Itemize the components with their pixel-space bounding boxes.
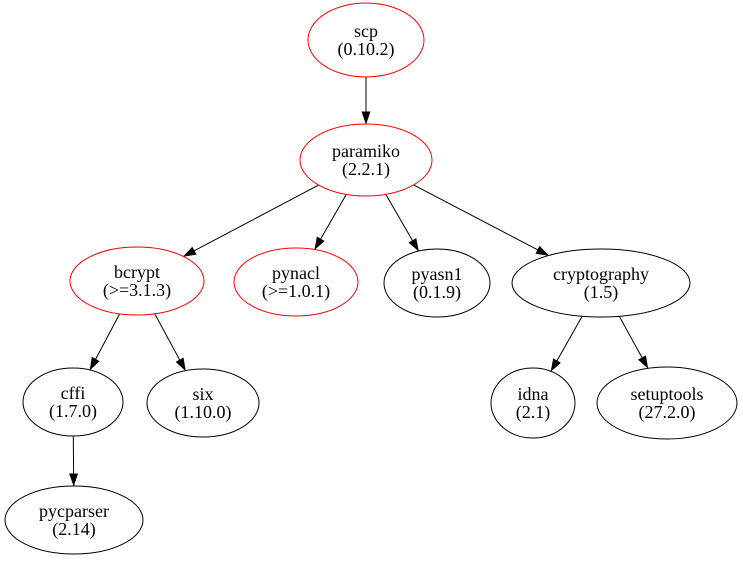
node-ellipse-six bbox=[146, 368, 260, 438]
node-label-bcrypt: bcrypt bbox=[114, 262, 160, 282]
node-label-cryptography: cryptography bbox=[553, 264, 649, 284]
node-label-cffi: cffi bbox=[61, 383, 86, 403]
node-ellipse-pynacl bbox=[233, 247, 359, 317]
node-version-cffi: (1.7.0) bbox=[49, 401, 97, 422]
node-ellipse-cryptography bbox=[511, 248, 691, 318]
node-label-pyasn1: pyasn1 bbox=[412, 264, 463, 284]
node-ellipse-bcrypt bbox=[69, 246, 205, 316]
edge-bcrypt-to-six bbox=[154, 313, 186, 372]
node-version-pycparser: (2.14) bbox=[52, 519, 96, 540]
node-ellipse-pycparser bbox=[4, 485, 144, 555]
node-ellipse-cffi bbox=[22, 367, 124, 437]
node-label-pynacl: pynacl bbox=[272, 263, 320, 283]
node-version-idna: (2.1) bbox=[516, 402, 551, 423]
node-ellipse-idna bbox=[490, 367, 576, 439]
edge-cryptography-to-idna bbox=[550, 315, 583, 372]
edge-paramiko-to-cryptography bbox=[413, 184, 549, 256]
edge-paramiko-to-bcrypt bbox=[182, 184, 319, 257]
edge-paramiko-to-pyasn1 bbox=[385, 194, 420, 252]
edge-paramiko-to-pynacl bbox=[314, 194, 347, 251]
node-label-paramiko: paramiko bbox=[332, 141, 400, 161]
node-ellipse-scp bbox=[307, 2, 425, 78]
edge-cryptography-to-setuptools bbox=[618, 316, 649, 369]
node-version-scp: (0.10.2) bbox=[338, 39, 395, 60]
node-label-pycparser: pycparser bbox=[39, 501, 109, 521]
node-version-six: (1.10.0) bbox=[175, 402, 232, 423]
node-ellipse-paramiko bbox=[299, 123, 433, 197]
node-version-paramiko: (2.2.1) bbox=[342, 159, 390, 180]
node-label-idna: idna bbox=[518, 384, 549, 404]
node-label-setuptools: setuptools bbox=[630, 384, 703, 404]
node-version-cryptography: (1.5) bbox=[584, 282, 619, 303]
node-version-pyasn1: (0.1.9) bbox=[413, 282, 461, 303]
node-version-bcrypt: (>=3.1.3) bbox=[103, 280, 171, 301]
node-version-setuptools: (27.2.0) bbox=[639, 402, 696, 423]
node-label-scp: scp bbox=[354, 21, 378, 41]
edge-bcrypt-to-cffi bbox=[89, 313, 121, 371]
node-label-six: six bbox=[192, 384, 213, 404]
node-version-pynacl: (>=1.0.1) bbox=[262, 281, 330, 302]
node-ellipse-pyasn1 bbox=[383, 248, 491, 318]
node-ellipse-setuptools bbox=[596, 366, 738, 440]
